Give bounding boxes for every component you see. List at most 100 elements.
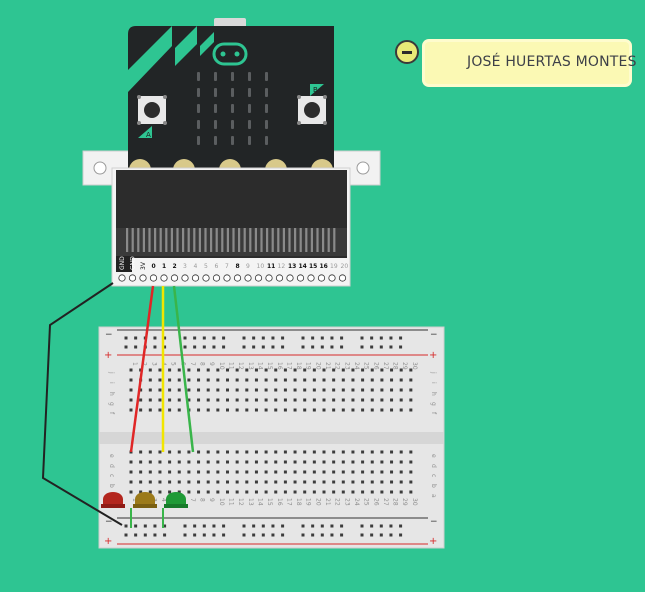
breadboard-hole <box>153 533 157 537</box>
breadboard: − + − + − + − + jjiihhggffeeddccbbaa1122… <box>98 326 445 549</box>
breadboard-hole <box>351 368 355 372</box>
edge-pin-hole <box>275 274 284 282</box>
breadboard-hole <box>206 398 210 402</box>
rail-label-bottom-plus-right: + <box>429 536 437 547</box>
breadboard-hole <box>340 345 344 349</box>
connector-tooth <box>154 228 157 252</box>
breadboard-hole <box>293 480 297 484</box>
breadboard-hole <box>202 524 206 528</box>
breadboard-hole <box>139 450 143 454</box>
breadboard-hole <box>360 336 364 340</box>
matrix-led <box>248 88 251 97</box>
breadboard-hole <box>129 378 133 382</box>
matrix-led <box>214 104 217 113</box>
breadboard-label: 27 <box>382 498 389 506</box>
matrix-led <box>231 104 234 113</box>
edge-pin-label: 3V <box>140 261 147 270</box>
edge-pin-hole <box>307 274 315 282</box>
breadboard-hole <box>187 388 191 392</box>
edge-pin-label: 7 <box>225 263 229 270</box>
minus-icon[interactable] <box>395 40 419 64</box>
edge-pin-label: 6 <box>215 263 219 270</box>
breadboard-hole <box>235 480 239 484</box>
connector-tooth <box>193 228 196 252</box>
connector-tooth <box>254 228 257 252</box>
breadboard-label: 8 <box>199 362 206 366</box>
breadboard-hole <box>409 450 413 454</box>
breadboard-hole <box>311 533 315 537</box>
breadboard-label: 18 <box>295 362 302 370</box>
breadboard-hole <box>134 524 138 528</box>
breadboard-hole <box>390 368 394 372</box>
breadboard-hole <box>216 450 220 454</box>
breadboard-hole <box>212 533 216 537</box>
breadboard-hole <box>340 524 344 528</box>
breadboard-hole <box>158 460 162 464</box>
matrix-led <box>265 120 268 129</box>
breadboard-hole <box>389 345 393 349</box>
breadboard-hole <box>303 408 307 412</box>
breadboard-label: b <box>108 484 115 488</box>
edge-pin-hole <box>233 274 242 282</box>
led-green <box>164 492 188 508</box>
connector-tooth <box>170 228 173 252</box>
connector-tooth <box>204 228 207 252</box>
connector-tooth <box>215 228 218 252</box>
breadboard-hole <box>322 378 326 382</box>
breadboard-hole <box>242 533 246 537</box>
breadboard-hole <box>379 336 383 340</box>
breadboard-hole <box>301 524 305 528</box>
edge-pin-label: 10 <box>257 263 265 270</box>
breadboard-label: 22 <box>334 362 341 370</box>
button-a[interactable]: A <box>137 95 167 139</box>
breadboard-hole <box>206 460 210 464</box>
breadboard-hole <box>216 388 220 392</box>
breadboard-hole <box>409 388 413 392</box>
breadboard-hole <box>187 378 191 382</box>
connector-tooth <box>198 228 201 252</box>
edge-pin-hole <box>254 274 263 282</box>
edge-pin-label: 0 <box>152 263 156 270</box>
button-b[interactable]: B <box>297 84 327 125</box>
breadboard-hole <box>163 336 167 340</box>
breadboard-label: 13 <box>247 498 254 506</box>
breadboard-hole <box>148 408 152 412</box>
breadboard-hole <box>303 378 307 382</box>
breadboard-hole <box>206 480 210 484</box>
breadboard-hole <box>226 408 229 412</box>
breadboard-hole <box>197 408 201 412</box>
breadboard-label: 1 <box>131 498 138 502</box>
rail-label-top-minus-right: − <box>430 330 438 340</box>
breadboard-hole <box>399 533 403 537</box>
breadboard-hole <box>264 490 268 494</box>
edge-pin-label: 20 <box>341 263 349 270</box>
breadboard-hole <box>148 388 152 392</box>
connector-tooth <box>305 228 308 252</box>
breadboard-hole <box>322 470 326 474</box>
connector-tooth <box>137 228 140 252</box>
breadboard-label: 20 <box>314 498 321 506</box>
breadboard-hole <box>379 533 383 537</box>
breadboard-hole <box>312 470 316 474</box>
breadboard-hole <box>168 450 172 454</box>
breadboard-hole <box>177 368 181 372</box>
breadboard-hole <box>351 398 355 402</box>
breadboard-label: c <box>430 474 437 477</box>
breadboard-hole <box>139 470 143 474</box>
breadboard-hole <box>380 408 384 412</box>
breadboard-hole <box>341 470 345 474</box>
breadboard-hole <box>370 450 374 454</box>
edge-pin-label: 12 <box>278 263 286 270</box>
breadboard-hole <box>330 533 334 537</box>
breadboard-label: 10 <box>218 362 225 370</box>
breadboard-hole <box>158 470 162 474</box>
breadboard-hole <box>283 490 287 494</box>
breadboard-hole <box>283 480 287 484</box>
breadboard-hole <box>129 460 133 464</box>
breadboard-label: 9 <box>208 498 215 502</box>
breadboard-hole <box>261 533 265 537</box>
breadboard-hole <box>206 450 210 454</box>
breadboard-hole <box>399 398 403 402</box>
